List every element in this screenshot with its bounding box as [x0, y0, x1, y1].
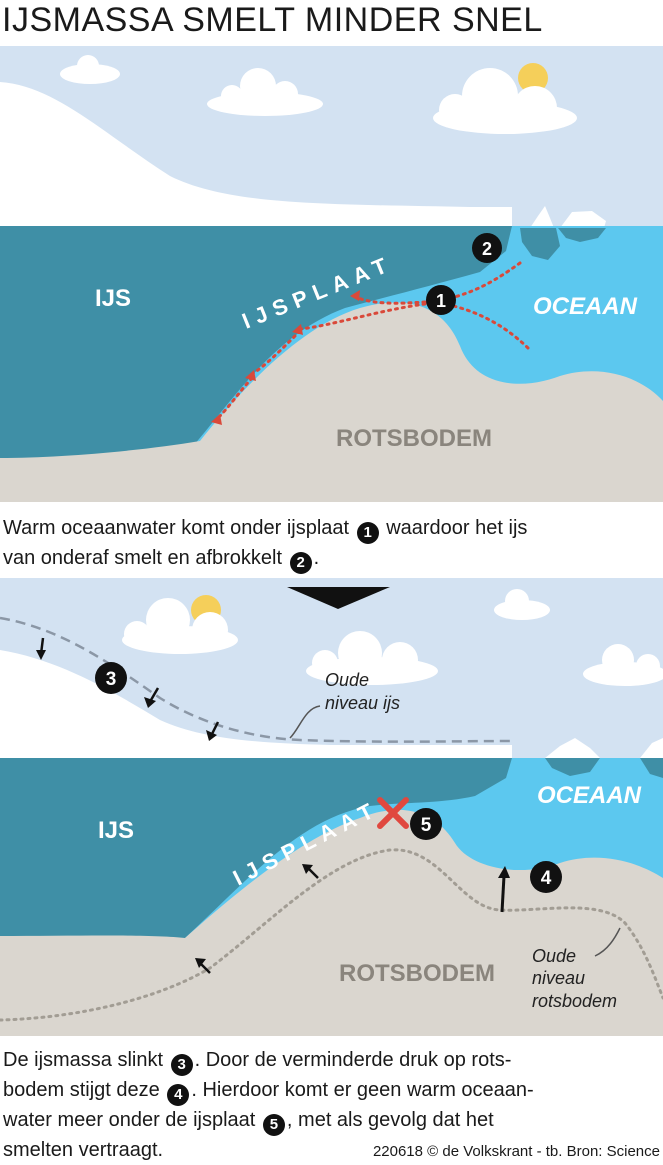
bedrock [0, 302, 663, 502]
diagram-panel-after: IJS OCEAAN ROTSBODEM IJSPLAAT Oude nivea… [0, 578, 663, 1036]
marker-1: 1 [426, 285, 456, 315]
marker-5: 5 [410, 808, 442, 840]
cloud-icon [306, 631, 438, 685]
marker-3: 3 [95, 662, 127, 694]
old-ice-label-line2: niveau ijs [325, 693, 400, 713]
svg-text:5: 5 [421, 815, 432, 836]
iceberg [560, 211, 606, 228]
down-arrow-icon [144, 687, 160, 708]
svg-text:2: 2 [482, 239, 492, 259]
bedrock [0, 809, 663, 1036]
old-rock-leader-line [594, 927, 621, 957]
marker-1: 1 [356, 522, 379, 544]
blocked-cross-icon [377, 797, 409, 829]
diagram-panel-before: IJS OCEAAN ROTSBODEM IJSPLAAT 1 2 [0, 46, 663, 502]
cloud-icon [207, 68, 323, 116]
old-ice-level-line [0, 616, 513, 743]
label-rotsbodem: ROTSBODEM [339, 960, 495, 987]
old-rock-label-line3: rotsbodem [532, 991, 617, 1011]
cloud-icon [583, 644, 663, 686]
sun-icon [518, 63, 548, 93]
credit-line: 220618 © de Volkskrant - tb. Bron: Scien… [372, 1143, 660, 1160]
cloud-icon [60, 55, 120, 84]
svg-text:4: 4 [541, 868, 552, 889]
label-oceaan: OCEAAN [533, 293, 638, 320]
cloud-icon [122, 598, 238, 654]
marker-4: 4 [167, 1084, 190, 1106]
ice-sheet-surface [0, 650, 512, 758]
cloud-icon [494, 589, 550, 620]
ice-sheet-surface [0, 82, 512, 226]
marker-5: 5 [262, 1114, 285, 1136]
up-arrow-icon [302, 864, 319, 879]
label-ijs: IJS [98, 817, 134, 844]
down-arrow-icon [36, 637, 46, 660]
page-title: IJSMASSA SMELT MINDER SNEL [2, 1, 543, 39]
iceberg-underwater [520, 228, 560, 260]
label-rotsbodem: ROTSBODEM [336, 425, 492, 452]
svg-text:1: 1 [436, 291, 446, 311]
marker-3: 3 [170, 1054, 193, 1076]
svg-text:3: 3 [106, 669, 117, 690]
arrowhead-icon [211, 290, 360, 425]
transition-arrow-icon [287, 587, 390, 609]
label-ijs: IJS [95, 285, 131, 312]
iceberg-underwater [545, 758, 600, 776]
caption-2: De ijsmassa slinkt 3. Door de verminderd… [3, 1049, 534, 1161]
up-arrow-icon [195, 958, 211, 974]
up-arrow-icon [498, 866, 510, 913]
marker-4: 4 [530, 861, 562, 893]
old-ice-label-line1: Oude [325, 670, 369, 690]
iceberg [545, 738, 600, 758]
old-ice-leader-line [289, 705, 321, 739]
old-rock-label-line2: niveau [532, 968, 585, 988]
old-rock-label-line1: Oude [532, 946, 576, 966]
marker-2: 2 [289, 552, 312, 574]
ice-mass [0, 226, 512, 461]
iceberg [640, 738, 663, 758]
down-arrow-icon [206, 721, 220, 741]
old-rock-level-line [0, 848, 663, 1022]
cloud-icon [433, 68, 577, 134]
label-oceaan: OCEAAN [537, 782, 642, 809]
caption-1: Warm oceaanwater komt onder ijsplaat 1 w… [3, 514, 527, 574]
iceberg [530, 206, 554, 228]
iceberg-underwater [640, 758, 663, 778]
marker-2: 2 [472, 233, 502, 263]
iceberg-underwater [558, 228, 606, 242]
